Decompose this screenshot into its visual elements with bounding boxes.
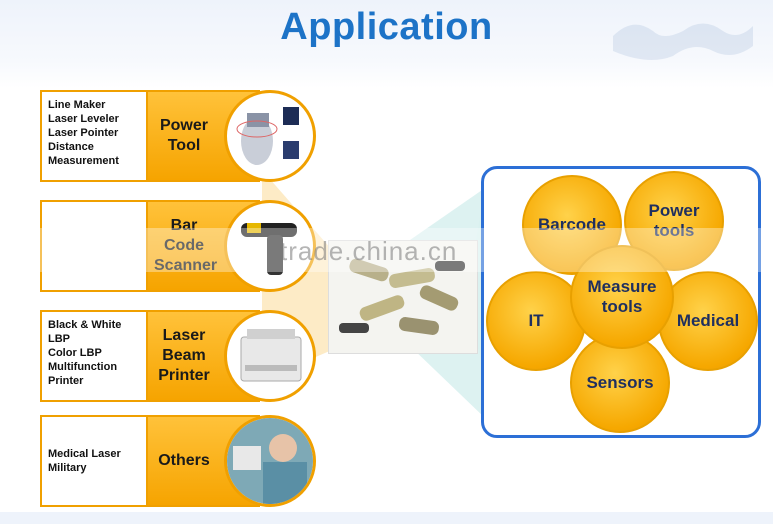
row-details — [42, 202, 148, 290]
page-title: Application — [280, 6, 493, 48]
applications-panel: Barcode Power tools IT Medical Sensors M… — [481, 166, 761, 438]
power-tool-photo — [224, 90, 316, 182]
detail-line: Printer — [48, 375, 84, 387]
detail-line: Black & White — [48, 319, 122, 331]
detail-line: Color LBP — [48, 347, 102, 359]
detail-line: Multifunction — [48, 361, 118, 373]
watermark-band — [0, 228, 773, 272]
world-map-decoration — [613, 23, 753, 60]
bubble-measure-tools: Measure tools — [570, 245, 674, 349]
bubble-sensors: Sensors — [570, 333, 670, 433]
detail-line: Military — [48, 462, 87, 474]
detail-line: Distance — [48, 141, 94, 153]
detail-line: Measurement — [48, 155, 119, 167]
detail-line: Laser Pointer — [48, 127, 119, 139]
detail-line: Laser Leveler — [48, 113, 119, 125]
detail-line: Line Maker — [48, 99, 106, 111]
row-details: Line Maker Laser Leveler Laser Pointer D… — [42, 92, 148, 180]
detail-line: Medical Laser — [48, 448, 121, 460]
bottom-band — [0, 512, 773, 524]
medical-photo — [224, 415, 316, 507]
printer-photo — [224, 310, 316, 402]
bubble-power-tools: Power tools — [624, 171, 724, 271]
header-band — [0, 0, 773, 88]
bubble-it: IT — [486, 271, 586, 371]
watermark-text: trade.china.cn — [280, 236, 458, 266]
scanner-photo — [224, 200, 316, 292]
row-details: Medical Laser Military — [42, 417, 148, 505]
row-details: Black & White LBP Color LBP Multifunctio… — [42, 312, 148, 400]
detail-line: LBP — [48, 333, 70, 345]
laser-modules-photo — [328, 240, 478, 354]
